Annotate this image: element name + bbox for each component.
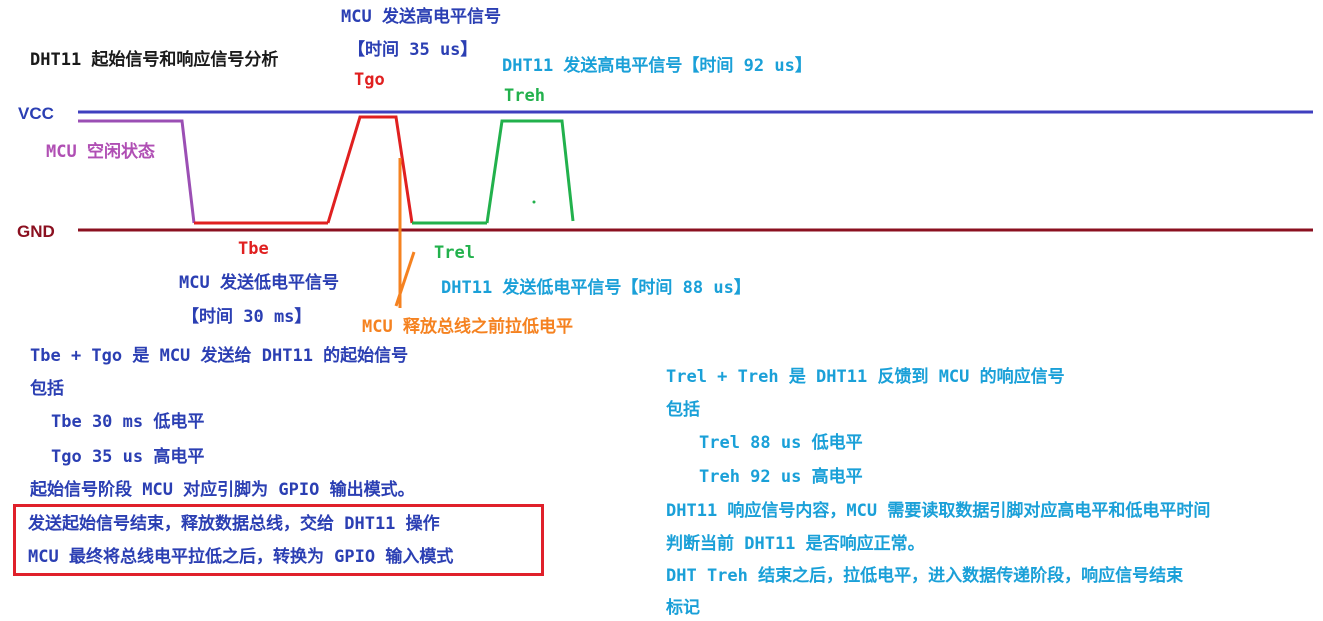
- left-note-line-3: Tbe 30 ms 低电平: [51, 412, 205, 432]
- treh-label: Treh: [504, 86, 545, 106]
- page-title: DHT11 起始信号和响应信号分析: [30, 50, 279, 70]
- right-note-line-3: Trel 88 us 低电平: [699, 433, 863, 453]
- dht-high-segment: [485, 119, 575, 224]
- mcu-high-label-1: MCU 发送高电平信号: [341, 7, 501, 27]
- boxed-note-line-2: MCU 最终将总线电平拉低之后，转换为 GPIO 输入模式: [28, 547, 454, 567]
- tgo-label: Tgo: [354, 70, 385, 90]
- gnd-label: GND: [17, 222, 55, 241]
- mcu-release-label: MCU 释放总线之前拉低电平: [362, 317, 573, 337]
- left-note-line-1: Tbe + Tgo 是 MCU 发送给 DHT11 的起始信号: [30, 346, 409, 366]
- left-note-line-4: Tgo 35 us 高电平: [51, 447, 205, 467]
- left-note-line-2: 包括: [30, 379, 64, 399]
- mcu-idle-label: MCU 空闲状态: [46, 142, 155, 162]
- mcu-low-label-1: MCU 发送低电平信号: [179, 273, 339, 293]
- right-note-line-6: 判断当前 DHT11 是否响应正常。: [666, 534, 925, 554]
- dot-marker: [532, 200, 536, 204]
- dht-high-label: DHT11 发送高电平信号【时间 92 us】: [502, 56, 812, 76]
- right-note-line-2: 包括: [666, 400, 700, 420]
- mcu-low-label-2: 【时间 30 ms】: [182, 307, 312, 327]
- vcc-label: VCC: [18, 104, 54, 123]
- idle-segment: [78, 119, 196, 224]
- dht-low-label: DHT11 发送低电平信号【时间 88 us】: [441, 278, 751, 298]
- right-note-line-5: DHT11 响应信号内容，MCU 需要读取数据引脚对应高电平和低电平时间: [666, 501, 1211, 521]
- right-note-line-4: Treh 92 us 高电平: [699, 467, 863, 487]
- highlight-box: [13, 504, 544, 576]
- release-pointer-diagonal: [394, 251, 416, 307]
- left-note-line-5: 起始信号阶段 MCU 对应引脚为 GPIO 输出模式。: [30, 480, 415, 500]
- right-note-line-7: DHT Treh 结束之后，拉低电平，进入数据传递阶段，响应信号结束: [666, 566, 1184, 586]
- right-note-line-8: 标记: [666, 598, 700, 618]
- right-note-line-1: Trel + Treh 是 DHT11 反馈到 MCU 的响应信号: [666, 367, 1065, 387]
- boxed-note-line-1: 发送起始信号结束，释放数据总线，交给 DHT11 操作: [28, 514, 440, 534]
- mcu-high-segment: [326, 115, 414, 224]
- trel-label: Trel: [434, 243, 475, 263]
- mcu-high-label-2: 【时间 35 us】: [348, 40, 478, 60]
- tbe-label: Tbe: [238, 239, 269, 259]
